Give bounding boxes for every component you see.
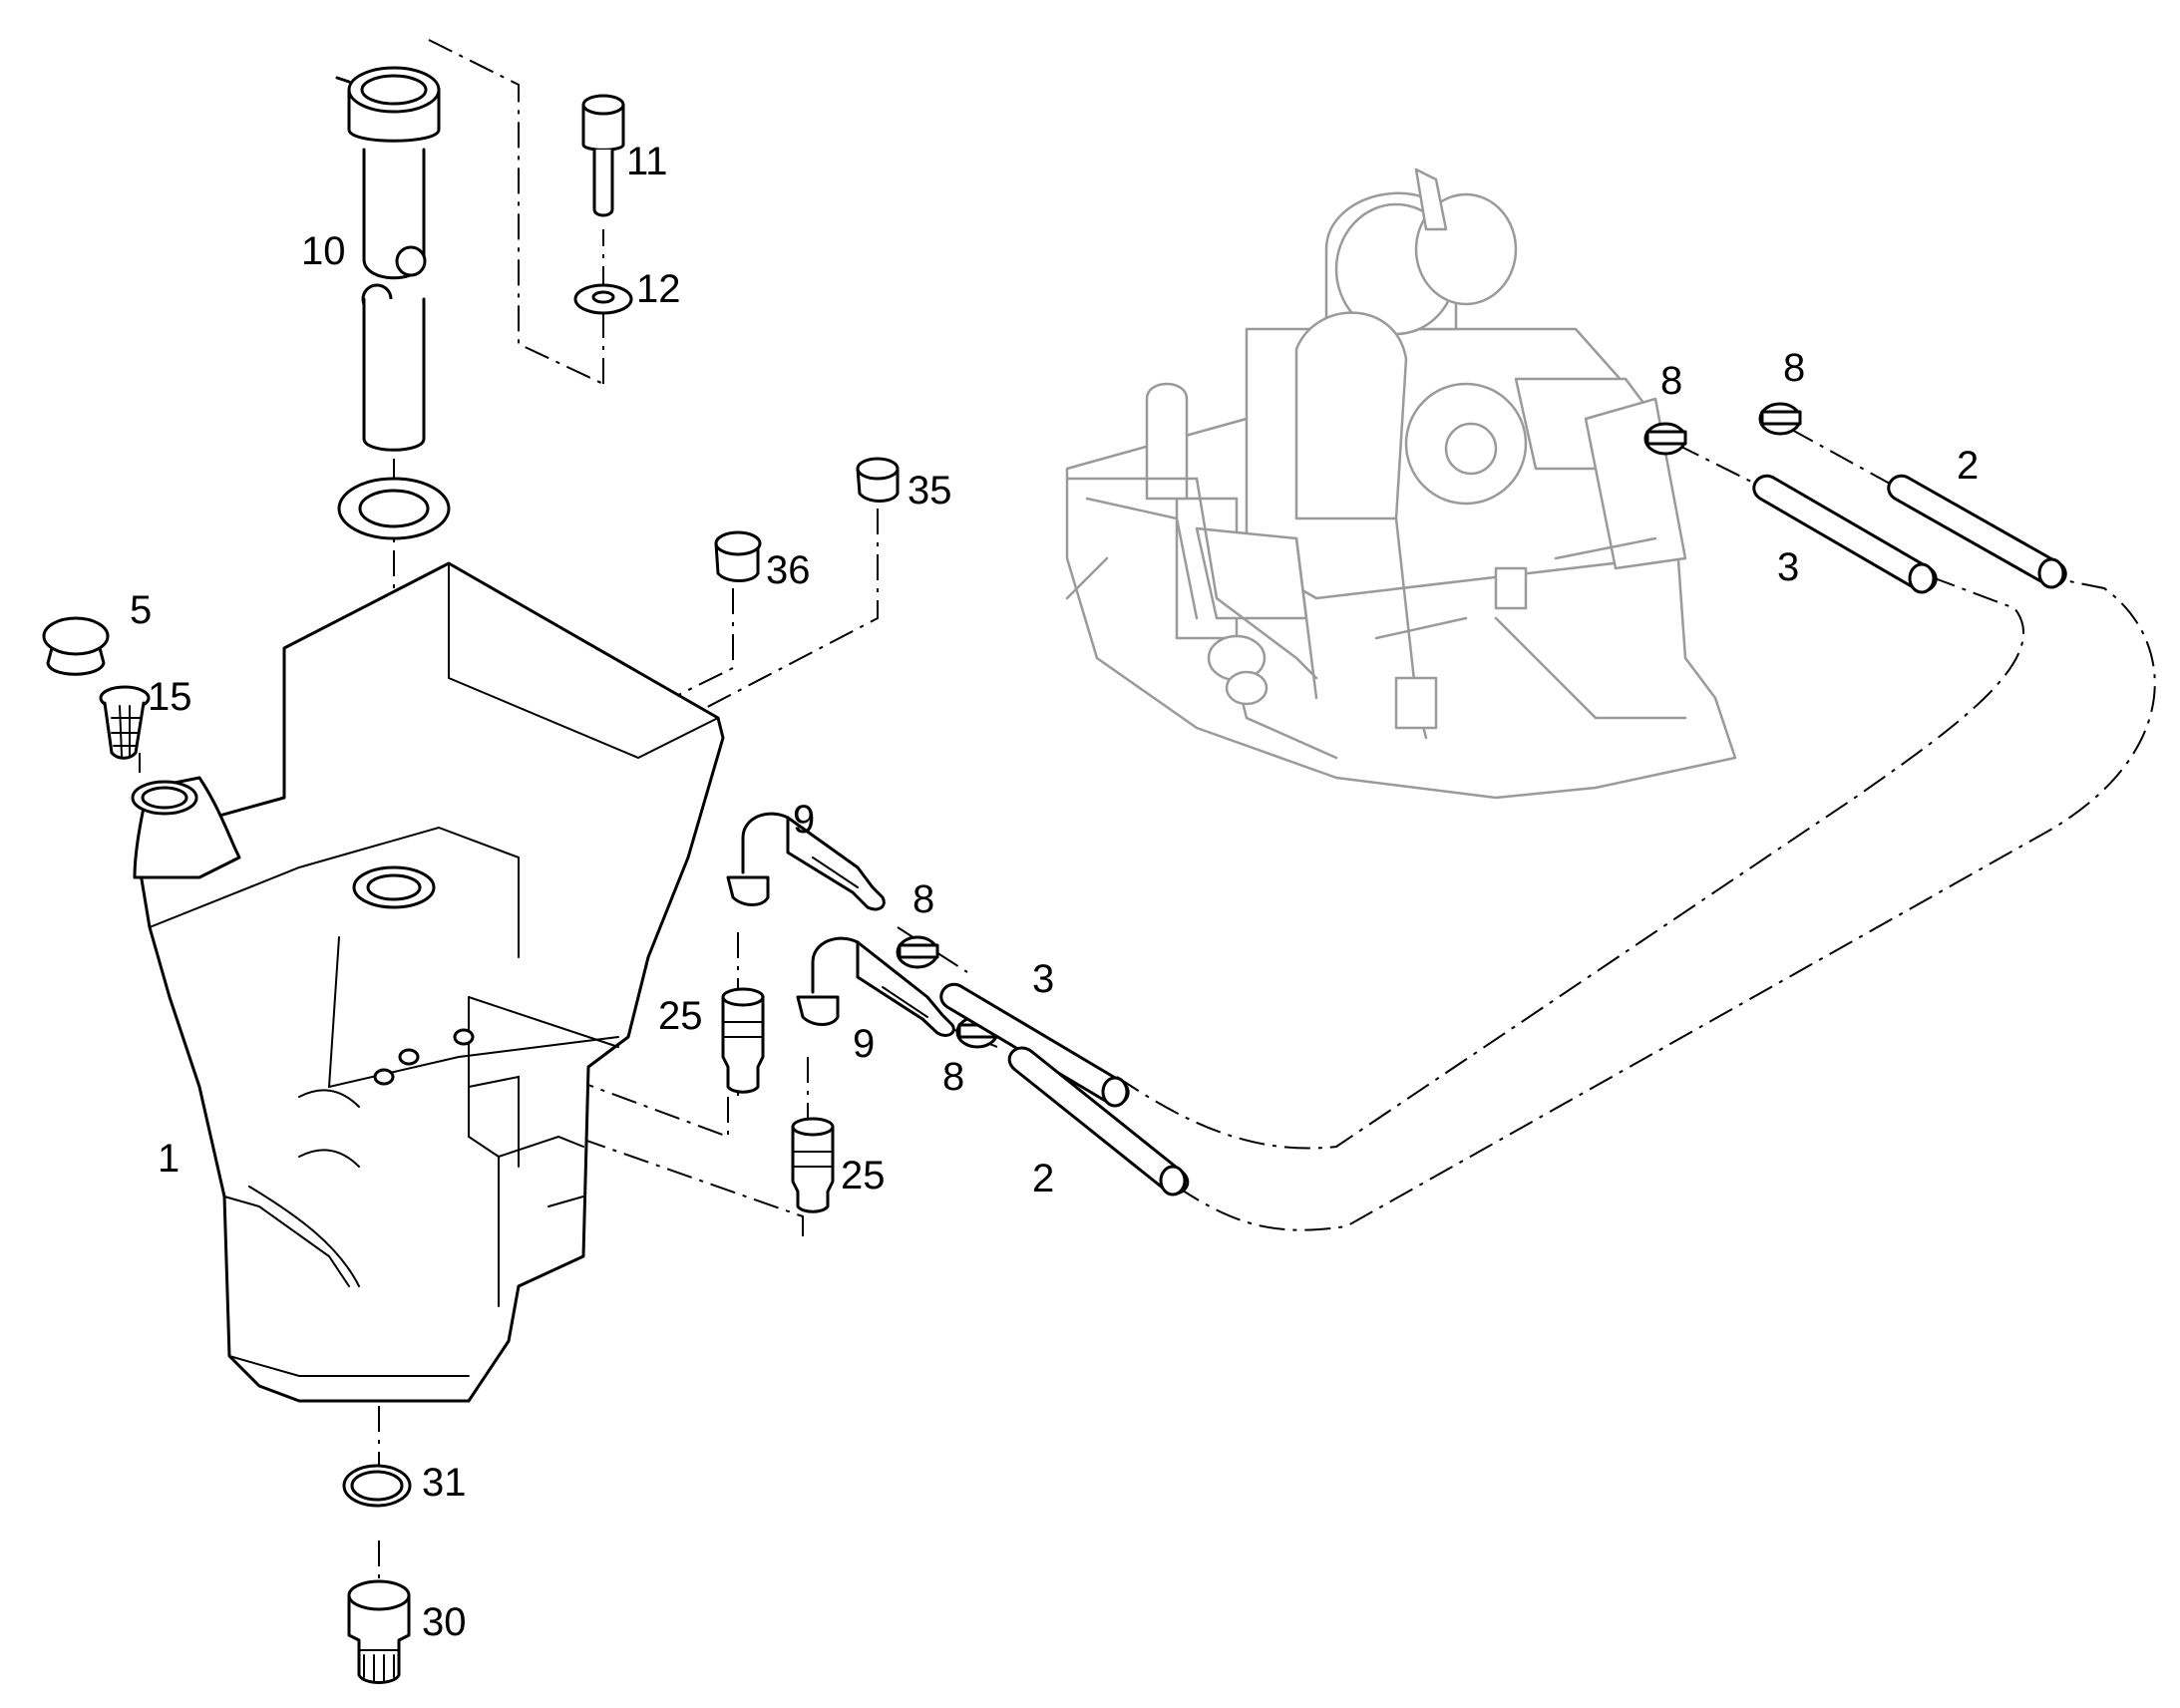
- callout-3-upper: 3: [1777, 545, 1799, 589]
- elbow-fitting-upper: [726, 812, 886, 911]
- callout-30: 30: [422, 1600, 467, 1644]
- hose-2-lower: [1007, 1046, 1190, 1196]
- callout-9-lower: 9: [853, 1022, 875, 1066]
- callout-8-upper-left: 8: [1660, 359, 1682, 403]
- filler-cap: [42, 616, 110, 676]
- adapter-upper: [721, 987, 765, 1094]
- callout-25-lower: 25: [841, 1154, 886, 1197]
- callout-31: 31: [422, 1461, 467, 1505]
- callout-8-middle: 8: [912, 877, 934, 921]
- plug-36: [714, 530, 762, 582]
- plug-35: [856, 457, 900, 503]
- callout-25-upper: 25: [658, 994, 703, 1038]
- callout-35: 35: [908, 469, 952, 512]
- fuel-tank: [131, 561, 725, 1403]
- callout-3-lower: 3: [1032, 957, 1054, 1001]
- callout-15: 15: [148, 675, 192, 719]
- elbow-fitting-lower: [796, 936, 955, 1037]
- hose-2-upper: [1887, 475, 2067, 589]
- callout-10: 10: [301, 229, 346, 273]
- filler-strainer: [99, 685, 151, 760]
- adapter-lower: [791, 1117, 835, 1213]
- callout-8-upper-right: 8: [1783, 346, 1805, 390]
- callouts: 1 2 2 3 3 5 8 8 8 8 9 9 10 11 12 15 25 2…: [130, 140, 1979, 1644]
- engine-assembly: [1065, 168, 1737, 800]
- callout-1: 1: [158, 1137, 180, 1181]
- callout-2-upper: 2: [1957, 444, 1979, 488]
- callout-12: 12: [636, 267, 681, 311]
- hose-clamp-d: [1758, 402, 1802, 436]
- hose-3-upper: [1752, 475, 1938, 594]
- callout-5: 5: [130, 588, 152, 632]
- bolt: [581, 94, 625, 217]
- callout-9-upper: 9: [793, 798, 815, 842]
- fuel-level-sender: [335, 66, 441, 452]
- callout-11: 11: [626, 140, 668, 183]
- callout-2-lower: 2: [1032, 1157, 1054, 1200]
- hose-3-lower: [939, 983, 1130, 1108]
- callout-8-lower: 8: [942, 1055, 964, 1099]
- callout-36: 36: [766, 548, 811, 592]
- o-ring: [342, 1464, 412, 1508]
- drain-plug: [347, 1579, 411, 1684]
- hose-clamp-c: [1643, 422, 1687, 456]
- sender-gasket: [337, 477, 451, 540]
- hose-clamp-a: [896, 935, 939, 969]
- washer: [573, 283, 633, 315]
